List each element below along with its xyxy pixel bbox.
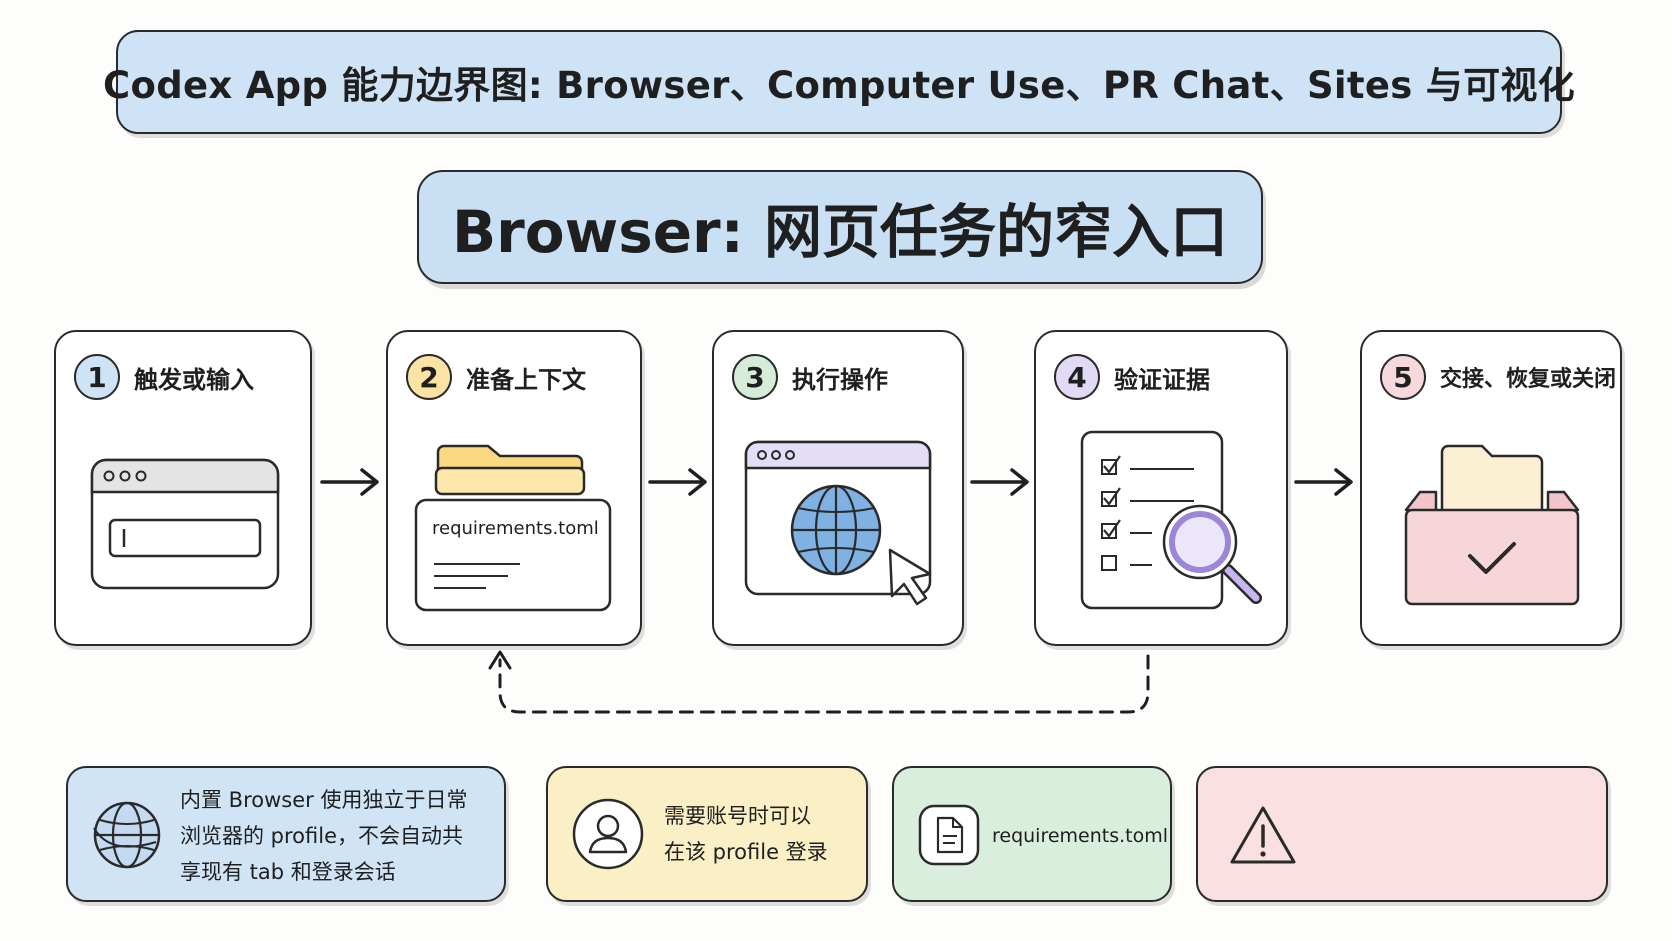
card-text-line: requirements.toml <box>992 825 1169 847</box>
section-title: Browser: 网页任务的窄入口 <box>417 170 1263 284</box>
step-5-box: 5 交接、恢复或关闭 <box>1360 330 1622 646</box>
archive-box-icon <box>1404 444 1580 606</box>
arrow-right-icon <box>320 468 379 496</box>
checklist-magnifier-icon <box>1080 430 1262 610</box>
step-number: 2 <box>406 354 452 400</box>
arrow-right-icon <box>648 468 707 496</box>
step-2-box: requirements.toml 2 准备上下文 <box>386 330 642 646</box>
card-text-line: 内置 Browser 使用独立于日常 <box>180 788 468 812</box>
step-3-box: 3 执行操作 <box>712 330 964 646</box>
warning-icon <box>1230 806 1296 864</box>
step-number: 3 <box>732 354 778 400</box>
step-number: 5 <box>1380 354 1426 400</box>
note-card-profile: 内置 Browser 使用独立于日常 浏览器的 profile，不会自动共 享现… <box>66 766 506 902</box>
card-text-line: 在该 profile 登录 <box>664 840 828 864</box>
browser-input-icon <box>90 458 280 590</box>
arrow-right-icon <box>970 468 1029 496</box>
step-label: 触发或输入 <box>134 365 254 394</box>
file-label: requirements.toml <box>432 518 599 539</box>
step-label: 准备上下文 <box>466 365 586 394</box>
folder-icon <box>414 444 612 612</box>
note-card-warning <box>1196 766 1608 902</box>
step-4-box: 4 验证证据 <box>1034 330 1288 646</box>
card-text-line: 享现有 tab 和登录会话 <box>180 860 396 884</box>
diagram-title: Codex App 能力边界图: Browser、Computer Use、PR… <box>103 30 1575 134</box>
globe-icon <box>93 801 161 869</box>
step-number: 4 <box>1054 354 1100 400</box>
browser-globe-cursor-icon <box>744 440 932 606</box>
document-icon <box>918 804 980 866</box>
step-label: 执行操作 <box>792 365 888 394</box>
step-1-box: 1 触发或输入 <box>54 330 312 646</box>
step-label: 验证证据 <box>1114 365 1210 394</box>
note-card-login: 需要账号时可以 在该 profile 登录 <box>546 766 868 902</box>
step-number: 1 <box>74 354 120 400</box>
note-card-requirements: requirements.toml <box>892 766 1172 902</box>
card-text-line: 需要账号时可以 <box>664 804 811 828</box>
step-label: 交接、恢复或关闭 <box>1440 367 1617 392</box>
user-icon <box>572 798 644 870</box>
card-text-line: 浏览器的 profile，不会自动共 <box>180 824 464 848</box>
arrow-right-icon <box>1294 468 1353 496</box>
